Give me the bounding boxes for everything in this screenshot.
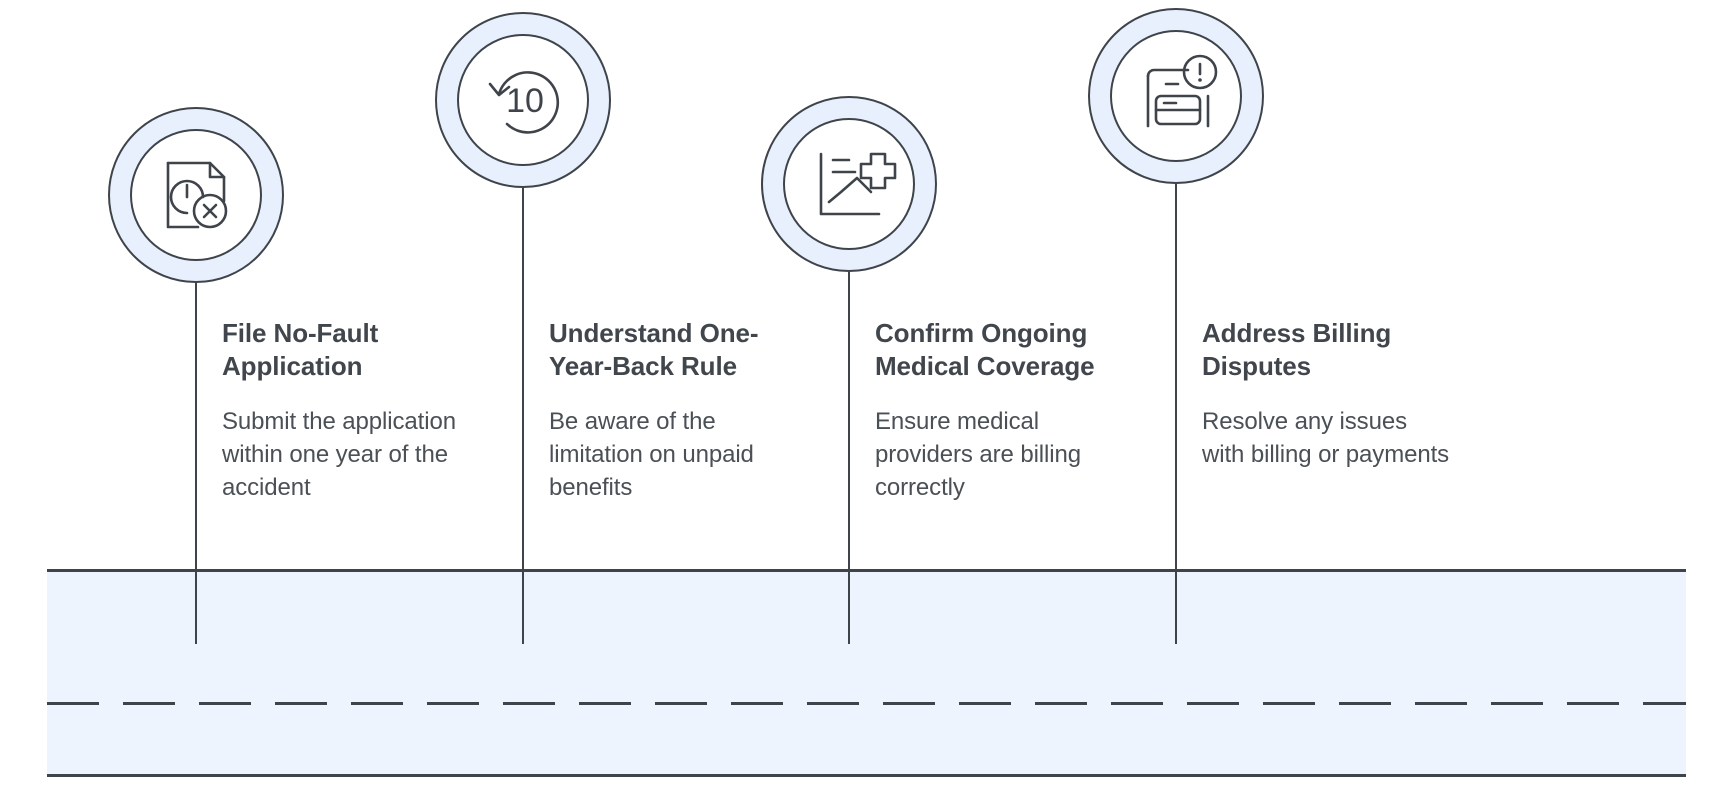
step-description-3: Ensure medical providers are billing cor… <box>875 408 1082 501</box>
road-band <box>47 570 1686 776</box>
connector-line-2 <box>522 188 524 644</box>
step-description-1: Submit the application within one year o… <box>222 408 456 501</box>
step-badge-3[interactable] <box>761 96 937 272</box>
document-clock-error-icon <box>146 145 246 245</box>
step-description-2: Be aware of the limitation on unpaid ben… <box>549 408 754 501</box>
svg-text:10: 10 <box>506 82 544 120</box>
road-bottom-edge <box>47 774 1686 777</box>
step-title-3: Confirm Ongoing Medical Coverage <box>875 318 1095 381</box>
step-badge-4[interactable] <box>1088 8 1264 184</box>
step-title-4: Address Billing Disputes <box>1202 318 1392 381</box>
step-text-block-1: File No-Fault Application Submit the app… <box>222 317 470 504</box>
step-text-block-2: Understand One-Year-Back Rule Be aware o… <box>549 317 797 504</box>
connector-line-1 <box>195 283 197 644</box>
step-title-1: File No-Fault Application <box>222 318 379 381</box>
connector-line-4 <box>1175 184 1177 644</box>
road-top-edge <box>47 569 1686 572</box>
step-badge-inner-2 <box>457 34 589 166</box>
step-text-block-3: Confirm Ongoing Medical Coverage Ensure … <box>875 317 1123 504</box>
invoice-card-alert-icon <box>1126 46 1226 146</box>
step-badge-2[interactable]: 10 <box>435 12 611 188</box>
step-title-2: Understand One-Year-Back Rule <box>549 318 759 381</box>
step-text-block-4: Address Billing Disputes Resolve any iss… <box>1202 317 1450 471</box>
step-badge-inner-1 <box>130 129 262 261</box>
step-badge-1[interactable] <box>108 107 284 283</box>
connector-line-3 <box>848 272 850 644</box>
rewind-10-circular-arrow-icon: 10 <box>473 50 573 150</box>
road-dashed-centerline <box>47 702 1686 705</box>
step-badge-inner-3 <box>783 118 915 250</box>
step-description-4: Resolve any issues with billing or payme… <box>1202 408 1450 468</box>
medical-chart-plus-icon <box>799 134 899 234</box>
